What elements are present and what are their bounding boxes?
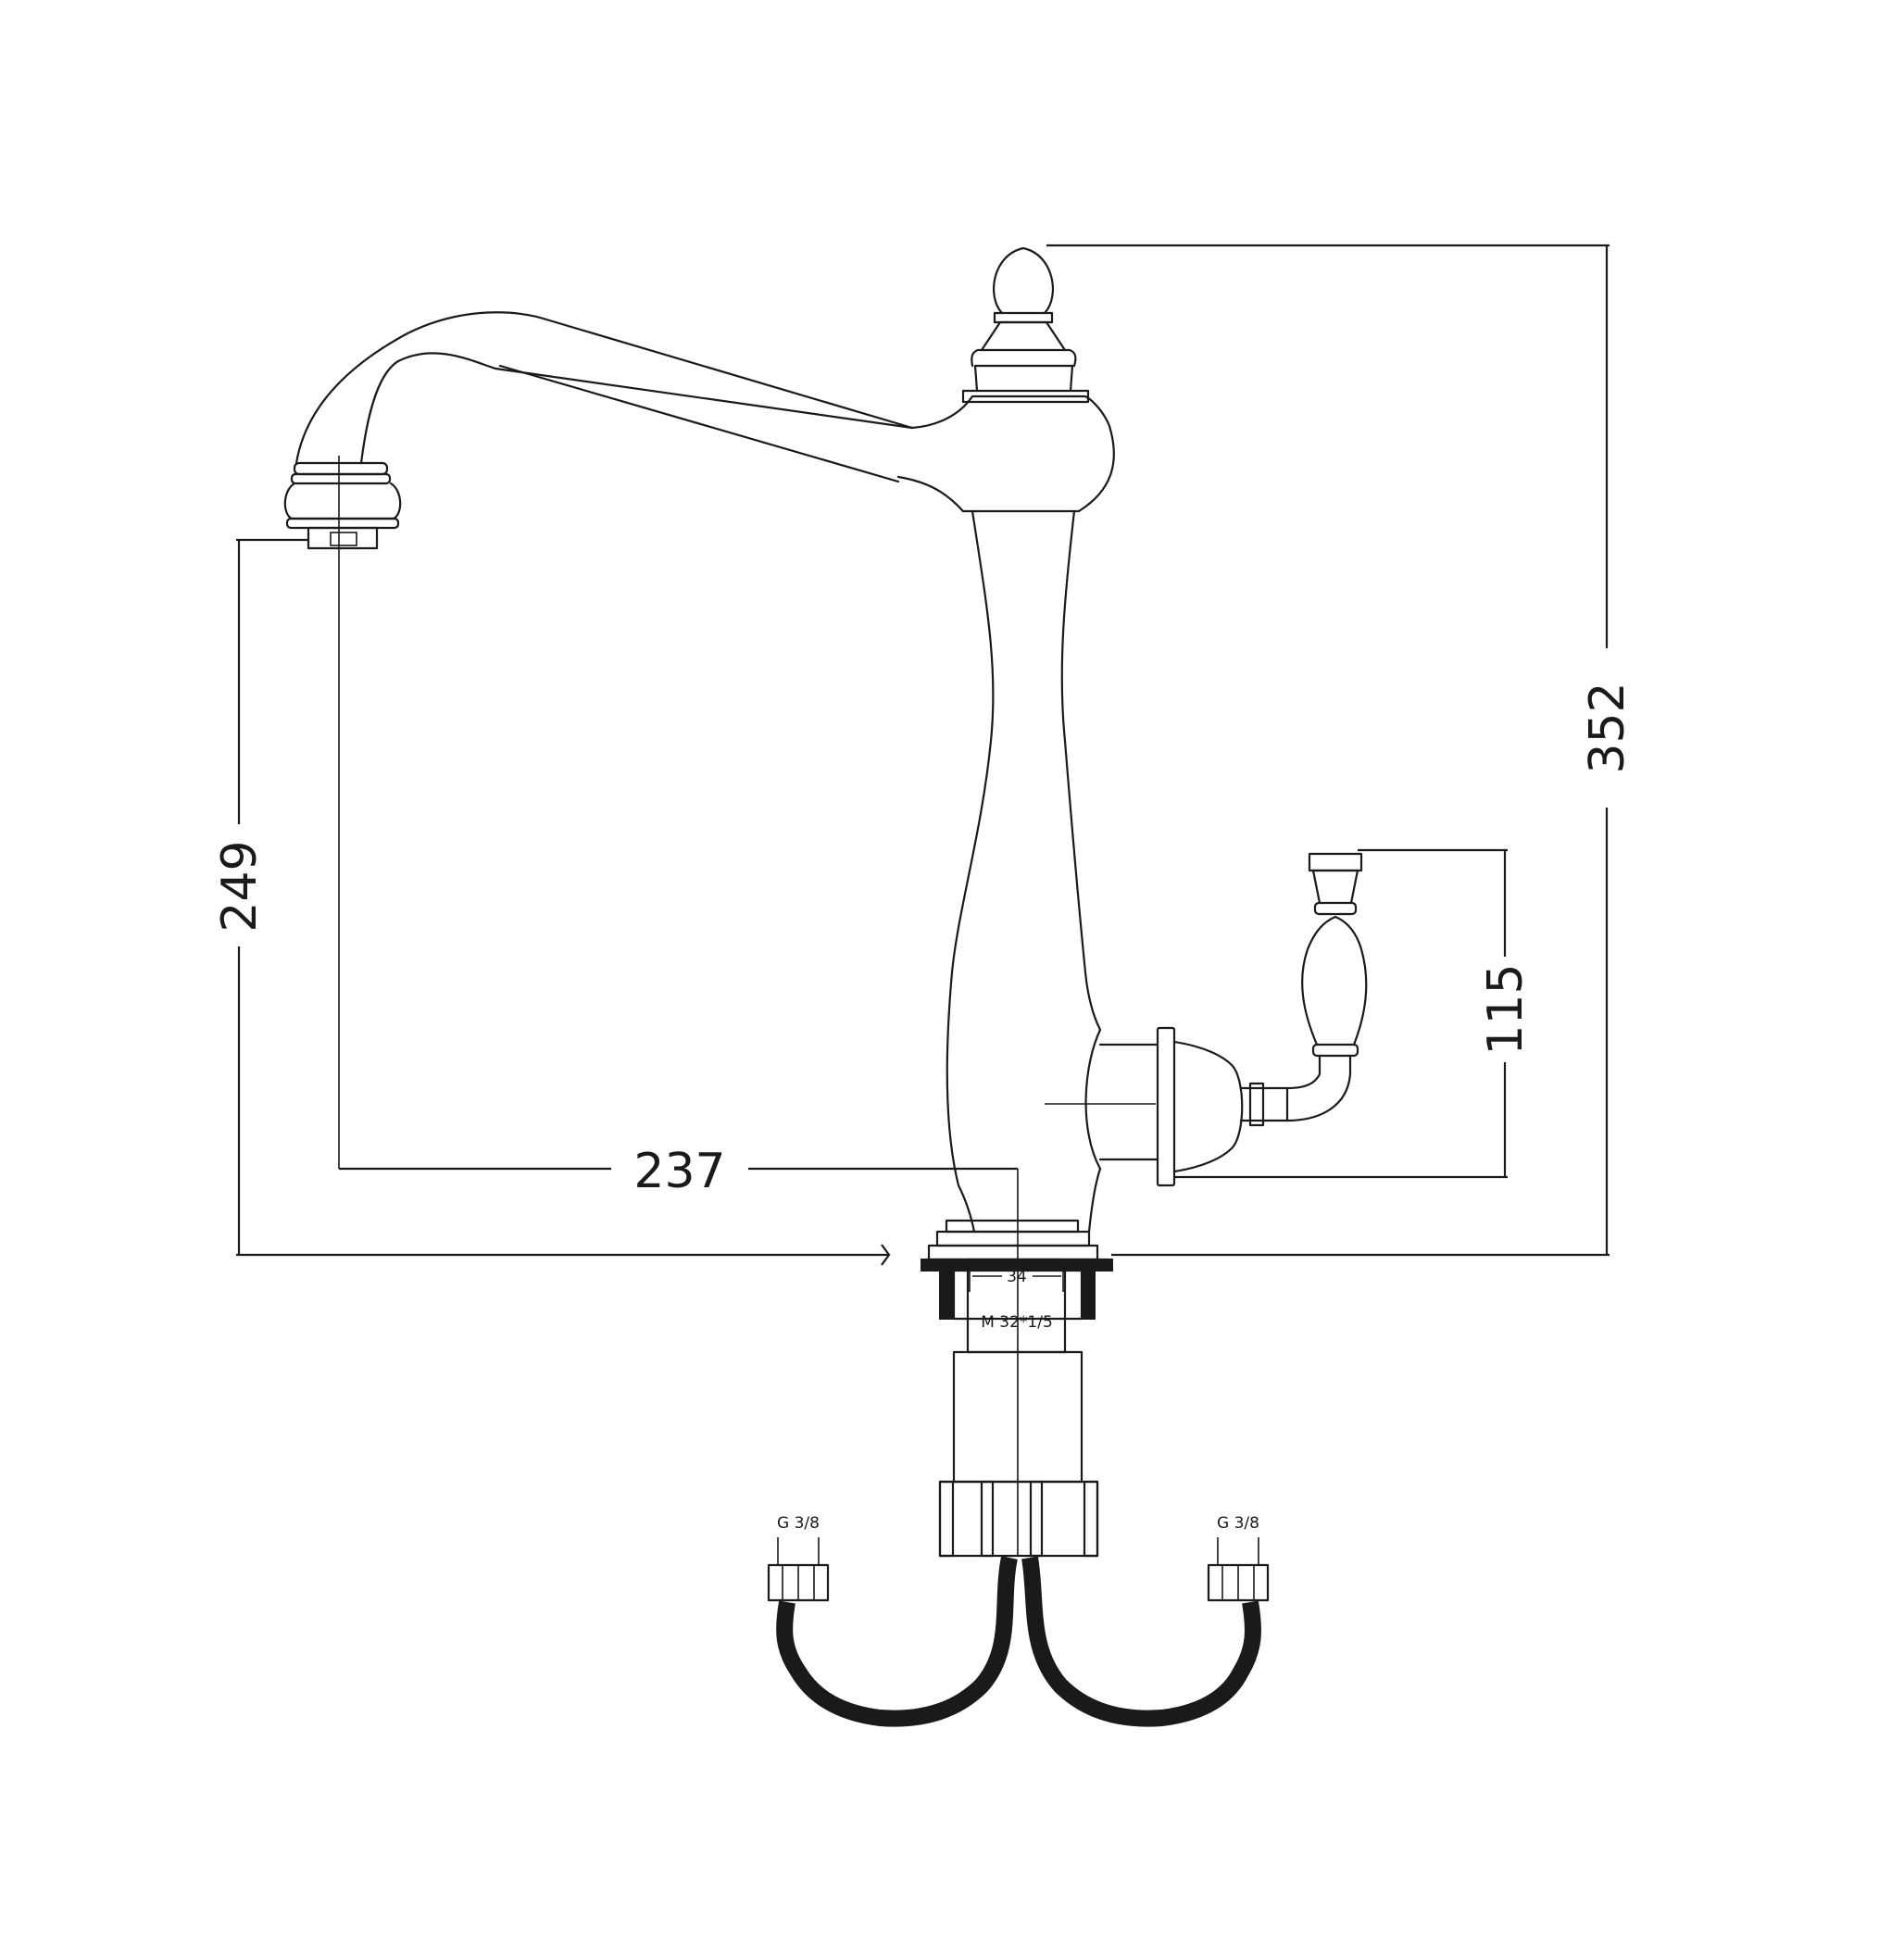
spout [283,311,965,550]
thread-label: M 32*1/5 [981,1313,1053,1332]
dim-overall-height: 352 [1580,682,1635,773]
supply-hoses [767,1537,1270,1727]
hose-fitting-right [1207,1537,1270,1602]
hose-fitting-left [767,1537,830,1602]
center-lines [338,456,1156,1556]
dim-base-width: 34 [1007,1268,1027,1286]
faucet-body [910,246,1115,1234]
dimension-lines [236,244,1610,1292]
dim-spout-height: 249 [212,840,268,932]
dimension-labels: 352 249 237 115 34 M 32*1/5 G 3/8 G 3/8 [212,682,1635,1533]
dim-spout-reach: 237 [633,1144,725,1199]
dim-lever-height: 115 [1478,963,1534,1055]
hose-connection-right-label: G 3/8 [1217,1514,1259,1533]
hose-connection-left-label: G 3/8 [777,1514,820,1533]
base-mount [921,1219,1113,1558]
side-lever [1084,852,1368,1187]
